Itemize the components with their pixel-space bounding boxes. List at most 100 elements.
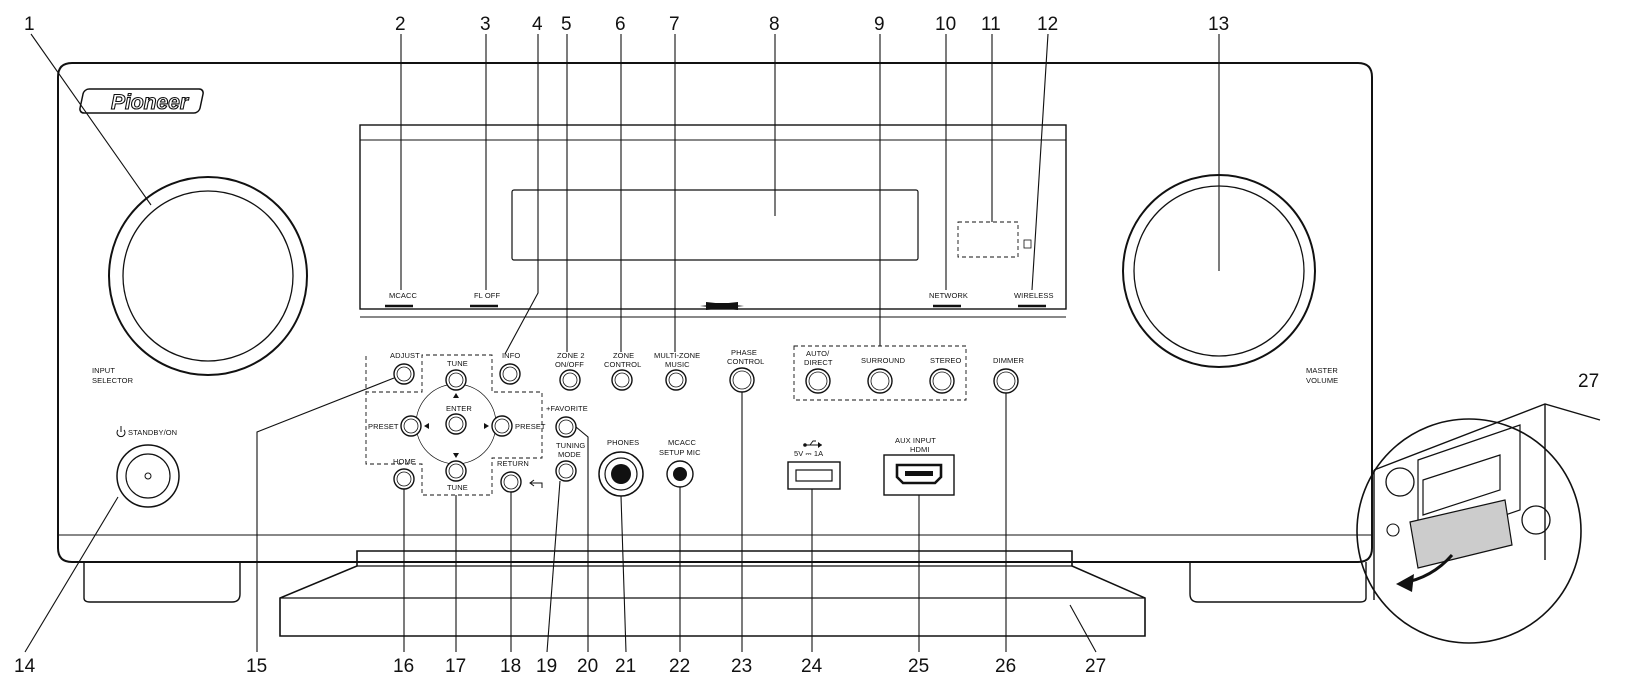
arrow-down-icon (453, 453, 459, 458)
callout-21: 21 (615, 656, 636, 676)
label-network: NETWORK (929, 291, 968, 300)
aux-input-hdmi-port[interactable] (883, 454, 955, 496)
front-door-inset (1356, 403, 1601, 644)
callout-9: 9 (874, 14, 885, 35)
label-adjust: ADJUST (390, 351, 420, 360)
mcacc-setup-mic-jack[interactable] (666, 460, 694, 488)
leader-lines (24, 33, 1220, 653)
label-input-selector-1: INPUT (92, 366, 115, 375)
callout-19: 19 (536, 656, 557, 676)
enter-button[interactable] (445, 413, 467, 435)
phones-jack[interactable] (598, 451, 644, 497)
tuning-mode-button[interactable] (555, 460, 577, 482)
label-mcacc-setup-2: SETUP MIC (659, 448, 701, 457)
display-indicators: MCACC FL OFF NETWORK WIRELESS (385, 291, 1054, 308)
label-phones: PHONES (607, 438, 639, 447)
label-auto-direct-2: DIRECT (804, 358, 833, 367)
label-dimmer: DIMMER (993, 356, 1024, 365)
label-mcacc: MCACC (389, 291, 417, 300)
front-door[interactable] (279, 550, 1146, 637)
zone-control-button[interactable] (611, 369, 633, 391)
callout-15: 15 (246, 656, 267, 676)
label-return: RETURN (497, 459, 529, 468)
label-input-selector-2: SELECTOR (92, 376, 134, 385)
callout-10: 10 (935, 14, 956, 35)
label-standby-on: STANDBY/ON (128, 428, 177, 437)
callout-27: 27 (1085, 656, 1106, 676)
dimmer-button[interactable] (993, 368, 1019, 394)
callout-25: 25 (908, 656, 929, 676)
callout-12: 12 (1037, 14, 1058, 35)
surround-button[interactable] (867, 368, 893, 394)
label-phase-control-2: CONTROL (727, 357, 764, 366)
label-zone2-2: ON/OFF (555, 360, 584, 369)
display-window (359, 124, 1067, 318)
tune-up-button[interactable] (445, 369, 467, 391)
callout-4: 4 (532, 14, 543, 35)
preset-left-button[interactable] (400, 415, 422, 437)
callout-23: 23 (731, 656, 752, 676)
power-icon (116, 426, 126, 438)
callout-6: 6 (615, 14, 626, 35)
callout-24: 24 (801, 656, 823, 676)
stereo-button[interactable] (929, 368, 955, 394)
label-zone2-1: ZONE 2 (557, 351, 585, 360)
label-tuning-mode-1: TUNING (556, 441, 585, 450)
favorite-button[interactable] (555, 416, 577, 438)
chassis (57, 62, 1373, 603)
arrow-left-icon (424, 423, 429, 429)
phase-control-button[interactable] (729, 367, 755, 393)
label-phase-control-1: PHASE (731, 348, 757, 357)
zone2-on-off-button[interactable] (559, 369, 581, 391)
label-tune-bottom: TUNE (447, 483, 468, 492)
callout-16: 16 (393, 656, 414, 676)
label-info: INFO (502, 351, 520, 360)
label-preset-right: PRESET (515, 422, 546, 431)
label-multi-zone-1: MULTI-ZONE (654, 351, 700, 360)
label-preset-left: PRESET (368, 422, 399, 431)
label-enter: ENTER (446, 404, 472, 413)
label-zone-control-2: CONTROL (604, 360, 641, 369)
usb-icon (803, 440, 822, 448)
usb-port[interactable] (787, 461, 841, 490)
info-button[interactable] (499, 363, 521, 385)
home-button[interactable] (393, 468, 415, 490)
input-selector-knob[interactable] (108, 176, 308, 376)
callout-5: 5 (561, 14, 572, 35)
callout-1: 1 (24, 14, 35, 35)
label-multi-zone-2: MUSIC (665, 360, 690, 369)
label-usb-rating: 5V ⎓ 1A (794, 449, 823, 458)
return-button[interactable] (500, 471, 522, 493)
label-zone-control-1: ZONE (613, 351, 634, 360)
label-stereo: STEREO (930, 356, 962, 365)
label-auto-direct-1: AUTO/ (806, 349, 830, 358)
label-aux-input-2: HDMI (910, 445, 930, 454)
arrow-up-icon (453, 393, 459, 398)
standby-on-button[interactable] (116, 444, 180, 508)
callout-14: 14 (14, 656, 36, 676)
auto-direct-button[interactable] (805, 368, 831, 394)
preset-right-button[interactable] (491, 415, 513, 437)
callout-13: 13 (1208, 14, 1229, 35)
callout-22: 22 (669, 656, 690, 676)
label-wireless: WIRELESS (1014, 291, 1054, 300)
callout-26: 26 (995, 656, 1016, 676)
multi-zone-music-button[interactable] (665, 369, 687, 391)
tune-down-button[interactable] (445, 460, 467, 482)
callout-17: 17 (445, 656, 466, 676)
callout-numbers: 1 2 3 4 5 6 7 8 9 10 11 12 13 27 14 15 1… (14, 14, 1599, 676)
label-home: HOME (393, 457, 416, 466)
callout-3: 3 (480, 14, 491, 35)
callout-20: 20 (577, 656, 598, 676)
arrow-right-icon (484, 423, 489, 429)
label-aux-input-1: AUX INPUT (895, 436, 936, 445)
callout-7: 7 (669, 14, 680, 35)
adjust-button[interactable] (393, 363, 415, 385)
return-icon (529, 479, 543, 488)
label-master-volume-2: VOLUME (1306, 376, 1338, 385)
label-surround: SURROUND (861, 356, 906, 365)
callout-11: 11 (981, 14, 1001, 35)
label-favorite: +FAVORITE (546, 404, 588, 413)
callout-2: 2 (395, 14, 406, 35)
